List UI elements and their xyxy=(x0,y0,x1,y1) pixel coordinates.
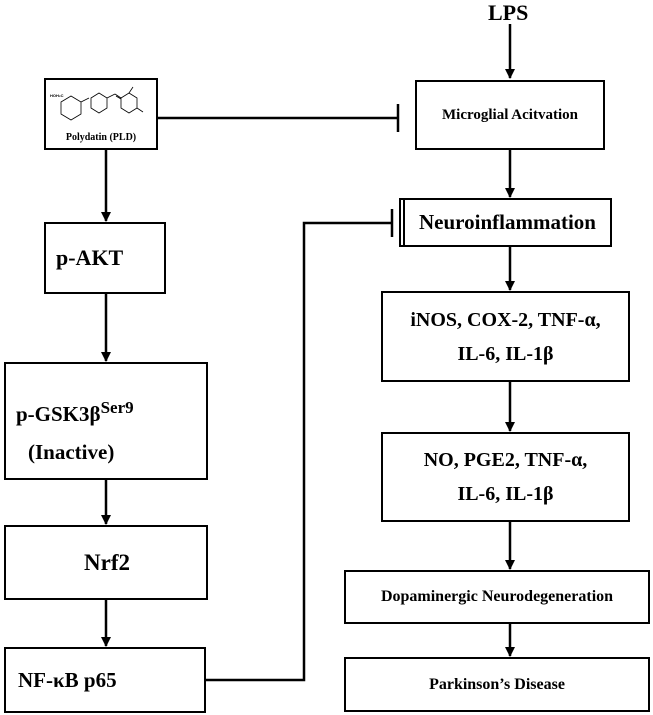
disease-box: Parkinson’s Disease xyxy=(344,657,650,712)
disease-label: Parkinson’s Disease xyxy=(429,675,565,693)
nrf2-label: Nrf2 xyxy=(84,549,130,575)
polydatin-label: Polydatin (PLD) xyxy=(65,132,137,143)
neurodegeneration-label: Dopaminergic Neurodegeneration xyxy=(380,588,614,605)
gsk-superscript: Ser9 xyxy=(100,398,134,417)
mediators-box: NO, PGE2, TNF-α, IL-6, IL-1β xyxy=(381,432,630,522)
nfkb-label: NF-κB p65 xyxy=(18,667,117,692)
neuroinflammation-label: Neuroinflammation xyxy=(419,210,596,234)
genes-box: iNOS, COX-2, TNF-α, IL-6, IL-1β xyxy=(381,291,630,382)
nrf2-box: Nrf2 xyxy=(4,525,208,600)
microglia-label: Microglial Acitvation xyxy=(442,106,578,123)
genes-line1: iNOS, COX-2, TNF-α, xyxy=(410,308,601,331)
mediators-line1: NO, PGE2, TNF-α, xyxy=(423,449,588,471)
neuroinflammation-double-border xyxy=(399,198,405,247)
nfkb-box: NF-κB p65 xyxy=(4,647,206,713)
gsk-main-text: p-GSK3βSer9 xyxy=(16,398,134,427)
polydatin-box: HOH₂C Polydatin (PLD) xyxy=(44,78,158,150)
gsk-state: (Inactive) xyxy=(28,440,115,464)
gsk-box: p-GSK3βSer9 (Inactive) xyxy=(4,362,208,480)
akt-box: p-AKT xyxy=(44,222,166,294)
microglia-box: Microglial Acitvation xyxy=(415,80,605,150)
polydatin-structure-icon: HOH₂C xyxy=(50,86,144,121)
lps-label: LPS xyxy=(488,0,529,25)
mediators-line2: IL-6, IL-1β xyxy=(457,483,554,505)
structure-label: HOH₂C xyxy=(50,93,64,98)
neuroinflammation-box: Neuroinflammation xyxy=(399,198,612,247)
neurodegeneration-box: Dopaminergic Neurodegeneration xyxy=(344,570,650,624)
akt-label: p-AKT xyxy=(56,245,124,270)
inhibition-nfkb-to-neuroinflammation xyxy=(206,221,392,682)
genes-line2: IL-6, IL-1β xyxy=(457,342,554,365)
gsk-label: p-GSK3β xyxy=(16,402,101,426)
